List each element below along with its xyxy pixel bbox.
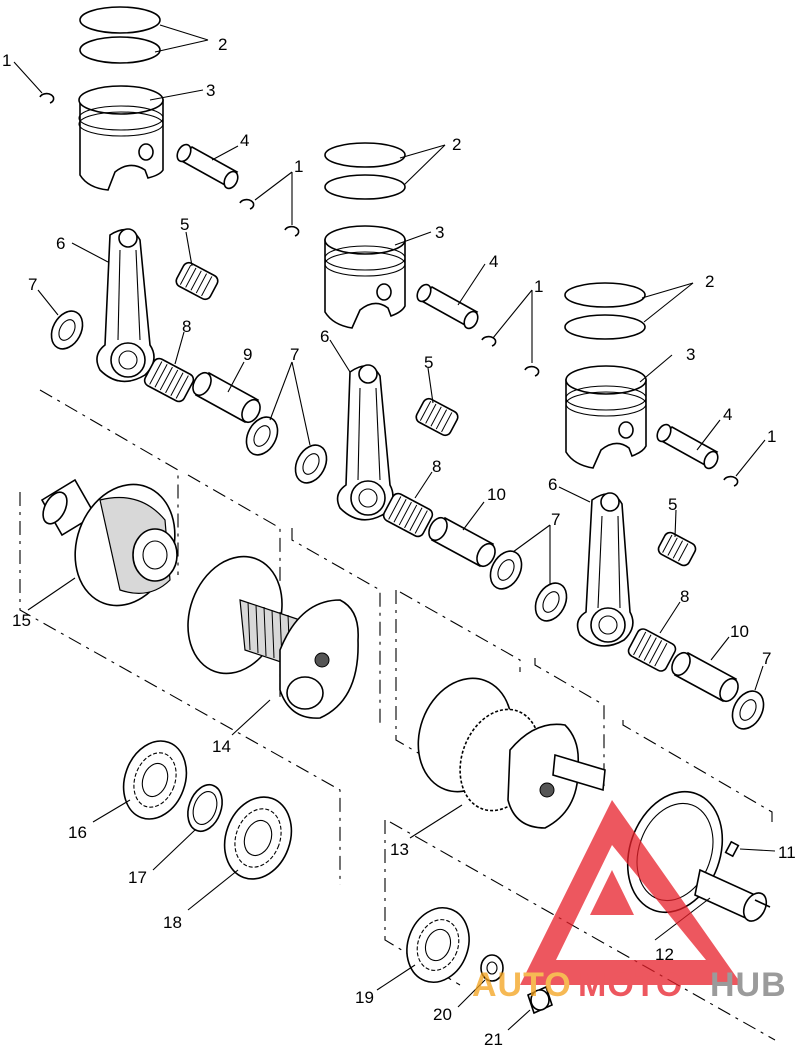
callout-3: 3 <box>686 345 695 364</box>
callout-4: 4 <box>489 252 498 271</box>
callout-17: 17 <box>128 868 147 887</box>
needle-bearing-large-left <box>143 357 195 403</box>
crankshaft-section-14 <box>187 555 359 719</box>
callout-3: 3 <box>435 223 444 242</box>
piston-ring-upper-left <box>79 6 161 34</box>
needle-bearing-large-center <box>382 492 434 538</box>
callout-7: 7 <box>290 345 299 364</box>
callout-13: 13 <box>390 840 409 859</box>
callout-21: 21 <box>484 1030 503 1048</box>
needle-bearing-small-right <box>657 531 697 567</box>
callout-5: 5 <box>668 495 677 514</box>
callout-4: 4 <box>240 131 249 150</box>
callout-1: 1 <box>767 427 776 446</box>
connecting-rod-center <box>336 364 394 521</box>
piston-center <box>324 239 406 329</box>
watermark-text-auto: AUTO <box>472 966 572 1004</box>
crank-pin-10-right <box>671 651 739 703</box>
callout-14: 14 <box>212 737 231 756</box>
connecting-rod-right <box>576 492 634 647</box>
watermark-triangle-logo <box>520 800 742 985</box>
callout-2: 2 <box>705 272 714 291</box>
watermark-text-hub: HUB <box>710 966 787 1004</box>
seal-ring-17 <box>187 783 223 833</box>
crankshaft-section-13 <box>417 677 606 829</box>
callout-6: 6 <box>56 234 65 253</box>
callout-8: 8 <box>432 457 441 476</box>
callout-2: 2 <box>452 135 461 154</box>
crank-pin-10-center <box>428 516 496 568</box>
crankshaft-end-15 <box>40 478 178 607</box>
piston-assembly-left <box>39 6 255 210</box>
piston-assembly-center <box>284 142 497 347</box>
callout-10: 10 <box>487 485 506 504</box>
watermark-text-moto: MOTO <box>578 966 683 1004</box>
callout-9: 9 <box>243 345 252 364</box>
section-lines <box>19 389 776 1041</box>
bushing-21 <box>527 985 553 1015</box>
callout-5: 5 <box>180 215 189 234</box>
needle-bearing-small-center <box>415 397 459 437</box>
callout-15: 15 <box>12 611 31 630</box>
piston-ring-upper-center <box>324 142 406 168</box>
callout-18: 18 <box>163 913 182 932</box>
crank-pin-9 <box>192 371 261 424</box>
piston-ring-lower-left <box>79 36 161 64</box>
callout-7: 7 <box>28 275 37 294</box>
thrust-washers <box>50 310 765 730</box>
piston-right <box>565 379 647 469</box>
callout-3: 3 <box>206 81 215 100</box>
callout-5: 5 <box>424 353 433 372</box>
callout-16: 16 <box>68 823 87 842</box>
piston-ring-upper-right <box>564 282 646 308</box>
callout-10: 10 <box>730 622 749 641</box>
callout-6: 6 <box>548 475 557 494</box>
leader-lines <box>13 24 776 1031</box>
circlip-left-a <box>39 92 55 104</box>
callout-8: 8 <box>680 587 689 606</box>
needle-bearing-small-left <box>175 261 219 301</box>
main-bearing-18 <box>223 796 293 880</box>
callout-2: 2 <box>218 35 227 54</box>
callout-1: 1 <box>294 157 303 176</box>
piston-ring-lower-right <box>564 314 646 340</box>
needle-bearing-large-right <box>627 628 677 672</box>
main-bearing-19 <box>406 907 470 983</box>
callout-7: 7 <box>551 510 560 529</box>
key-11 <box>724 840 740 858</box>
piston-ring-lower-center <box>324 174 406 200</box>
callout-1: 1 <box>534 277 543 296</box>
circlip-left-b <box>239 198 255 210</box>
callout-20: 20 <box>433 1005 452 1024</box>
piston-left <box>79 99 164 191</box>
callout-4: 4 <box>723 405 732 424</box>
connecting-rod-left <box>96 228 155 383</box>
callout-6: 6 <box>320 327 329 346</box>
callout-1: 1 <box>2 51 11 70</box>
automotohub-watermark: AUTO MOTO HUB <box>472 800 787 1004</box>
callout-numbers: 1 2 3 4 1 2 3 4 1 2 3 4 1 6 5 7 8 9 7 6 … <box>2 35 796 1049</box>
circlip-right-a <box>524 365 540 377</box>
circlip-right-b <box>723 475 739 487</box>
spacer-20 <box>480 954 504 982</box>
callout-7: 7 <box>762 649 771 668</box>
circlip-center-a <box>284 225 300 237</box>
callout-12: 12 <box>655 945 674 964</box>
piston-assembly-right <box>524 282 739 487</box>
callout-19: 19 <box>355 988 374 1007</box>
main-bearing-16 <box>122 740 188 820</box>
callout-8: 8 <box>182 317 191 336</box>
callout-11: 11 <box>778 843 796 862</box>
